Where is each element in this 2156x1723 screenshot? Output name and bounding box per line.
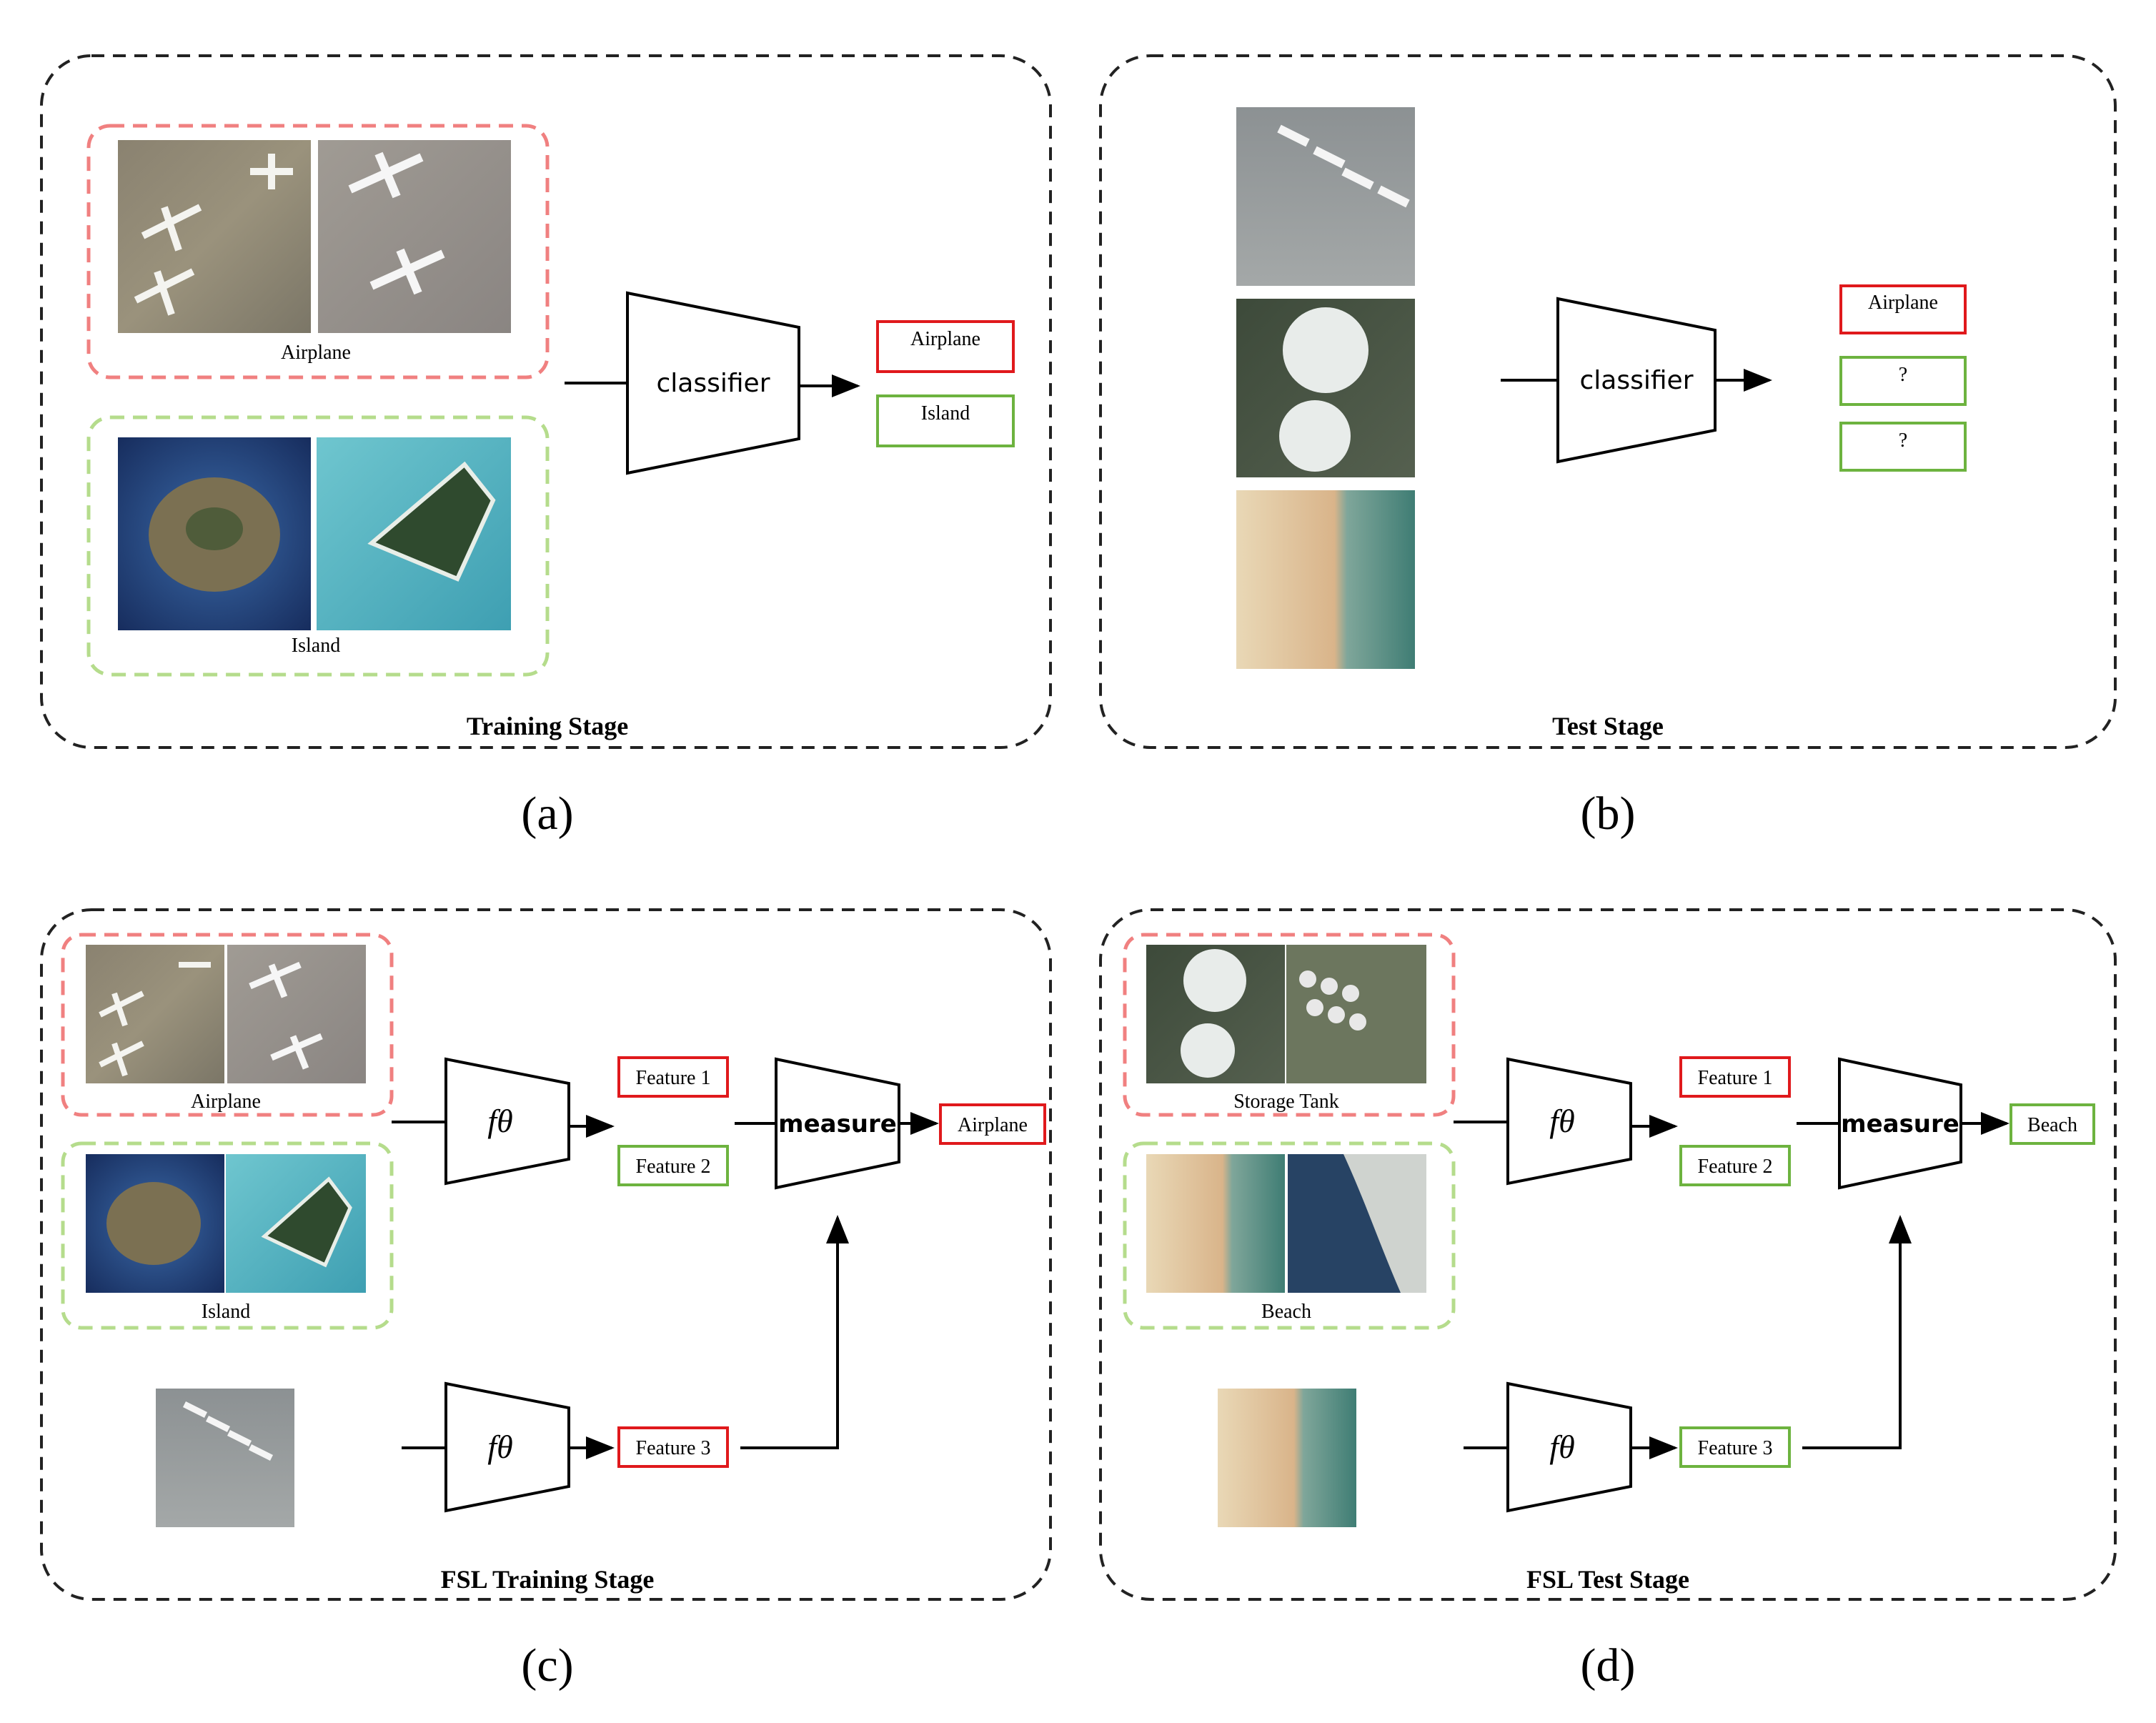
beach-image [1218, 1389, 1356, 1527]
feature-label-3: Feature 3 [636, 1437, 711, 1459]
island-image [226, 1154, 366, 1293]
output-box-airplane [876, 320, 1015, 373]
panel-caption-b: (b) [1581, 788, 1636, 840]
stage-title: FSL Training Stage [441, 1565, 655, 1594]
group-box-island [61, 1141, 394, 1330]
feature-box-1 [617, 1056, 729, 1098]
panel-c-frame [40, 908, 1052, 1601]
island-image [86, 1154, 224, 1293]
beach-image [1236, 490, 1415, 669]
measure-block [1838, 1057, 1962, 1190]
feature-label-2: Feature 2 [1698, 1156, 1773, 1178]
panel-a [40, 54, 1052, 749]
measure-label: measure [778, 1110, 897, 1138]
panel-b-frame [1099, 54, 2117, 749]
classifier-block [1556, 297, 1717, 464]
output-box-unknown [1839, 422, 1967, 472]
storage-tank-image [1286, 945, 1426, 1083]
feature-box-3 [1679, 1426, 1791, 1468]
airplane-image [227, 945, 366, 1083]
group-box-beach [1123, 1141, 1456, 1330]
panel-caption-a: (a) [521, 788, 573, 840]
encoder-block [1506, 1381, 1632, 1513]
output-label-airplane: Airplane [1868, 292, 1938, 314]
arrow [1802, 1215, 1912, 1449]
classifier-label: classifier [657, 369, 770, 398]
panel-d-frame [1099, 908, 2117, 1601]
result-box [939, 1103, 1046, 1145]
panel-a-content: Airplane Island classifier Airplane Isla… [86, 124, 1015, 740]
airport-image [156, 1389, 294, 1527]
arrow [740, 1215, 849, 1449]
beach-image [1146, 1154, 1285, 1293]
feature-box-2 [1679, 1145, 1791, 1186]
stage-title: Training Stage [467, 712, 628, 740]
group-box-airplane [86, 124, 550, 379]
airplane-image [118, 140, 311, 333]
panel-d [1099, 908, 2117, 1601]
group-label-island: Island [292, 635, 340, 657]
stage-title: FSL Test Stage [1526, 1565, 1689, 1594]
encoder-label: fθ [487, 1429, 512, 1465]
storage-tank-image [1146, 945, 1285, 1083]
group-label-airplane: Airplane [191, 1091, 261, 1113]
classifier-block [626, 291, 800, 475]
group-box-airplane [61, 933, 394, 1117]
airplane-image [318, 140, 511, 333]
island-image [118, 437, 311, 630]
encoder-label: fθ [1549, 1429, 1574, 1465]
beach-image [1288, 1154, 1426, 1293]
feature-box-2 [617, 1145, 729, 1186]
encoder-label: fθ [1549, 1103, 1574, 1139]
group-box-island [86, 415, 550, 677]
output-label-island: Island [921, 402, 970, 424]
panel-caption-c: (c) [521, 1639, 573, 1692]
feature-box-3 [617, 1426, 729, 1468]
group-label-beach: Beach [1261, 1301, 1311, 1323]
feature-label-1: Feature 1 [636, 1067, 711, 1089]
output-label-unknown: ? [1899, 429, 1907, 452]
panel-caption-d: (d) [1581, 1639, 1636, 1692]
encoder-block [1506, 1057, 1632, 1186]
encoder-block [444, 1381, 570, 1513]
airport-image [1236, 107, 1415, 286]
output-label-airplane: Airplane [910, 328, 980, 350]
classifier-label: classifier [1580, 366, 1694, 395]
output-box-airplane [1839, 284, 1967, 334]
group-label-airplane: Airplane [281, 342, 351, 364]
airplane-image [86, 945, 224, 1083]
output-label-unknown: ? [1899, 364, 1907, 386]
output-box-island [876, 394, 1015, 447]
panel-a-frame [40, 54, 1052, 749]
encoder-block [444, 1057, 570, 1186]
panel-b [1099, 54, 2117, 749]
stage-title: Test Stage [1552, 712, 1664, 740]
feature-box-1 [1679, 1056, 1791, 1098]
group-label-storage-tank: Storage Tank [1233, 1091, 1339, 1113]
panel-d-content: Storage Tank Beach fθ Feature 1 Feature … [1123, 933, 2095, 1594]
panel-b-content: classifier Airplane ? ? Test Stage [1236, 107, 1967, 740]
group-box-storage-tank [1123, 933, 1456, 1117]
group-label-island: Island [202, 1301, 250, 1323]
panel-c [40, 908, 1052, 1601]
feature-label-1: Feature 1 [1698, 1067, 1773, 1089]
feature-label-2: Feature 2 [636, 1156, 711, 1178]
result-label: Beach [2027, 1114, 2077, 1136]
panel-c-content: Airplane Island fθ Feature 1 Feature 2 m… [61, 933, 1046, 1594]
storage-tank-image [1236, 299, 1415, 477]
result-box [2010, 1103, 2095, 1145]
feature-label-3: Feature 3 [1698, 1437, 1773, 1459]
measure-label: measure [1841, 1110, 1959, 1138]
output-box-unknown [1839, 356, 1967, 406]
result-label: Airplane [958, 1114, 1028, 1136]
encoder-label: fθ [487, 1103, 512, 1139]
island-image [317, 437, 511, 630]
measure-block [775, 1057, 900, 1190]
